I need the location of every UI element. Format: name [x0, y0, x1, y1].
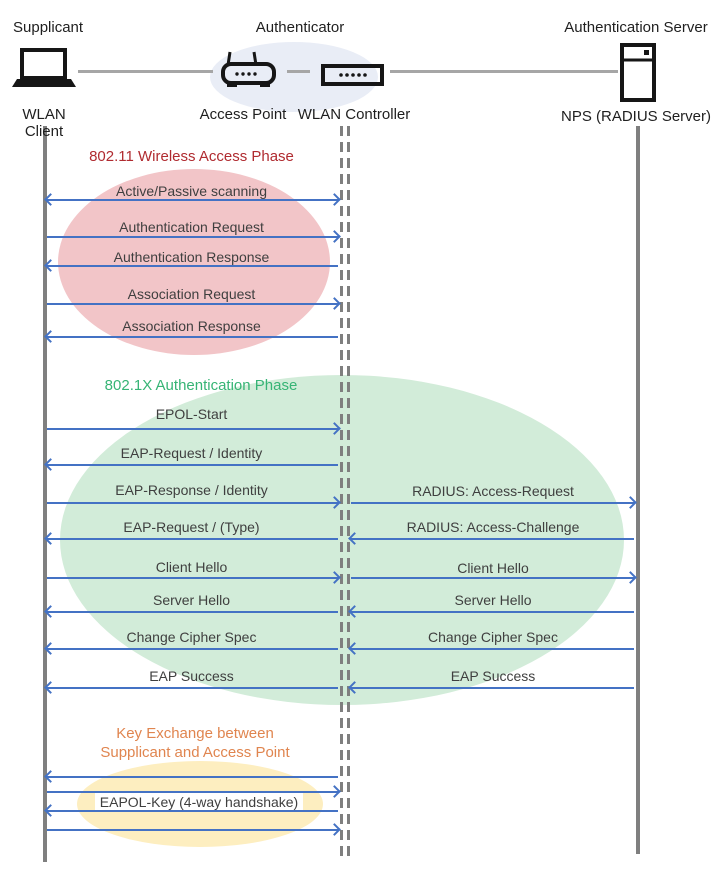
message-label: EAP-Response / Identity: [115, 482, 268, 498]
role-authentication-server: Authentication Server: [564, 19, 708, 36]
authenticator-hub-ellipse: [210, 42, 378, 112]
message-label: Authentication Response: [113, 249, 270, 265]
message-arrow-change-cipher-spec-right: [348, 642, 634, 655]
message-label: EAP-Request / (Type): [123, 519, 260, 535]
wlan-controller-icon: [321, 64, 384, 86]
phase-title-key-exchange-line2: Supplicant and Access Point: [100, 744, 290, 761]
message-arrow-epol-start: [47, 422, 341, 435]
message-arrow-eap-success-right: [348, 681, 634, 694]
message-label: Client Hello: [155, 559, 228, 575]
message-arrow-eap-request-type: [44, 532, 338, 545]
message-arrow-key-handshake-1: [44, 770, 338, 783]
message-label: EAP Success: [149, 668, 234, 684]
message-label: Server Hello: [152, 592, 231, 608]
message-arrow-authentication-response: [44, 259, 338, 272]
laptop-icon: [12, 48, 76, 87]
phase-title-dot1x-auth: 802.1X Authentication Phase: [104, 377, 298, 394]
access-point-icon: [221, 51, 276, 87]
supplicant-lifeline: [43, 126, 47, 862]
message-arrow-change-cipher-spec-left: [44, 642, 338, 655]
device-access-point-label: Access Point: [199, 106, 287, 123]
device-wlan-client-label: WLAN Client: [22, 106, 66, 140]
role-supplicant: Supplicant: [13, 19, 84, 36]
message-label: Server Hello: [454, 592, 532, 608]
message-arrow-radius-access-request: [351, 496, 637, 509]
message-arrow-eap-request-identity: [44, 458, 338, 471]
message-arrow-radius-access-challenge: [348, 532, 634, 545]
message-arrow-key-handshake-4: [47, 823, 341, 836]
message-label: Authentication Request: [119, 219, 264, 235]
message-label: Change Cipher Spec: [428, 629, 558, 645]
message-label: EAP-Request / Identity: [120, 445, 263, 461]
message-arrow-active-passive-scanning: [44, 193, 341, 206]
message-label: EPOL-Start: [155, 406, 228, 422]
message-label: RADIUS: Access-Request: [412, 483, 574, 499]
connector-controller-server: [390, 70, 618, 73]
connector-ap-controller: [287, 70, 310, 73]
message-label: Client Hello: [457, 560, 529, 576]
message-arrow-key-handshake-2: [47, 785, 341, 798]
phase-title-key-exchange: Key Exchange between Supplicant and Acce…: [60, 724, 330, 762]
phase-title-wireless-access: 802.11 Wireless Access Phase: [89, 148, 294, 165]
server-icon: [620, 43, 656, 102]
message-label: Change Cipher Spec: [126, 629, 257, 645]
phase-title-key-exchange-line1: Key Exchange between: [116, 725, 274, 742]
message-label: EAP Success: [450, 668, 536, 684]
message-arrow-eap-success-left: [44, 681, 338, 694]
controller-lifeline-dash-2: [347, 126, 350, 856]
message-arrow-association-response: [44, 330, 338, 343]
message-arrow-authentication-request: [47, 230, 341, 243]
connector-client-ap: [78, 70, 213, 73]
role-authenticator: Authenticator: [255, 19, 345, 36]
device-wlan-controller-label: WLAN Controller: [297, 106, 411, 123]
message-label: RADIUS: Access-Challenge: [406, 519, 580, 535]
controller-lifeline-dash-1: [340, 126, 343, 856]
message-arrow-client-hello-right: [351, 571, 637, 584]
server-lifeline: [636, 126, 640, 854]
message-arrow-server-hello-left: [44, 605, 338, 618]
message-label: Association Request: [127, 286, 256, 302]
message-arrow-server-hello-right: [348, 605, 634, 618]
message-label-eapol-key: EAPOL-Key (4-way handshake): [95, 793, 303, 811]
message-arrow-association-request: [47, 297, 341, 310]
message-arrow-key-handshake-3: [44, 804, 338, 817]
message-arrow-client-hello-left: [47, 571, 341, 584]
message-label: Association Response: [122, 318, 261, 334]
message-label: Active/Passive scanning: [116, 183, 267, 199]
device-nps-label: NPS (RADIUS Server): [560, 108, 712, 125]
message-arrow-eap-response-identity: [47, 496, 341, 509]
